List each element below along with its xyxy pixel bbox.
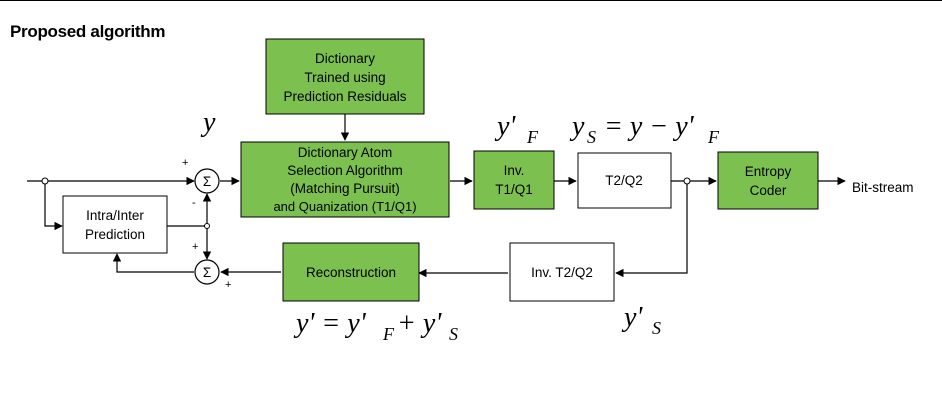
- svg-text:Entropy: Entropy: [745, 164, 792, 179]
- svg-text:F: F: [382, 324, 395, 344]
- svg-text:Selection Algorithm: Selection Algorithm: [287, 163, 403, 178]
- page-title: Proposed algorithm: [10, 22, 166, 41]
- sum-symbol: Σ: [203, 174, 211, 189]
- svg-text:y' = y': y' = y': [293, 308, 367, 339]
- svg-text:Coder: Coder: [750, 183, 787, 198]
- bottom-sum-node: Σ: [194, 259, 220, 285]
- svg-text:(Matching Pursuit): (Matching Pursuit): [290, 181, 400, 196]
- svg-text:Reconstruction: Reconstruction: [306, 265, 396, 280]
- reconstruction-block: Reconstruction: [282, 242, 420, 302]
- svg-text:Inv. T2/Q2: Inv. T2/Q2: [531, 265, 593, 280]
- yF-label: y' F: [494, 111, 539, 147]
- sum-symbol: Σ: [203, 265, 211, 280]
- inv-t1q1-block: Inv. T1/Q1: [473, 150, 555, 210]
- svg-text:S: S: [652, 318, 661, 338]
- top-plus-sign: +: [182, 157, 188, 169]
- svg-text:y': y': [621, 302, 643, 333]
- input-to-prediction-line: [44, 181, 63, 231]
- svg-text:+ y': + y': [397, 308, 442, 339]
- entropy-coder-block: Entropy Coder: [717, 151, 819, 210]
- dictionary-block: Dictionary Trained using Prediction Resi…: [265, 38, 425, 115]
- top-sum-node: Σ: [194, 168, 220, 194]
- svg-text:y': y': [494, 111, 516, 142]
- bottom-plus-sign-top: +: [192, 241, 198, 253]
- output-junction: [683, 177, 691, 185]
- input-junction: [41, 177, 49, 185]
- reconstruction-equation: y' = y' F + y' S: [293, 308, 458, 344]
- branch-to-invt2-line: [615, 181, 688, 278]
- botsum-to-prediction-line: [112, 253, 194, 273]
- svg-text:T2/Q2: T2/Q2: [605, 173, 643, 188]
- svg-text:S: S: [449, 324, 458, 344]
- svg-text:Prediction Residuals: Prediction Residuals: [283, 89, 406, 104]
- y-label: y: [200, 107, 216, 138]
- prediction-junction: [204, 223, 210, 229]
- yS-equation: y S = y − y' F: [569, 111, 720, 147]
- inv-t2q2-block: Inv. T2/Q2: [509, 242, 615, 302]
- connections: [27, 114, 846, 278]
- svg-text:and Quanization (T1/Q1): and Quanization (T1/Q1): [273, 199, 416, 214]
- svg-text:Inv.: Inv.: [504, 163, 525, 178]
- svg-text:Dictionary Atom: Dictionary Atom: [298, 145, 393, 160]
- bitstream-label: Bit-stream: [852, 180, 914, 195]
- t2q2-block: T2/Q2: [577, 152, 672, 209]
- top-rule: [0, 0, 942, 1]
- svg-text:Dictionary: Dictionary: [315, 51, 375, 66]
- yS-prime-label: y' S: [621, 302, 661, 338]
- svg-text:= y − y': = y − y': [604, 111, 695, 142]
- svg-text:F: F: [707, 127, 720, 147]
- svg-text:F: F: [526, 127, 539, 147]
- bottom-plus-sign-right: +: [225, 279, 231, 291]
- svg-text:S: S: [587, 127, 596, 147]
- atom-selection-block: Dictionary Atom Selection Algorithm (Mat…: [240, 141, 450, 218]
- svg-text:Trained using: Trained using: [304, 70, 385, 85]
- svg-text:Prediction: Prediction: [85, 227, 145, 242]
- top-minus-sign: -: [192, 197, 196, 209]
- svg-text:T1/Q1: T1/Q1: [495, 182, 533, 197]
- svg-text:y: y: [569, 111, 585, 142]
- svg-text:Intra/Inter: Intra/Inter: [86, 208, 144, 223]
- prediction-block: Intra/Inter Prediction: [62, 195, 168, 254]
